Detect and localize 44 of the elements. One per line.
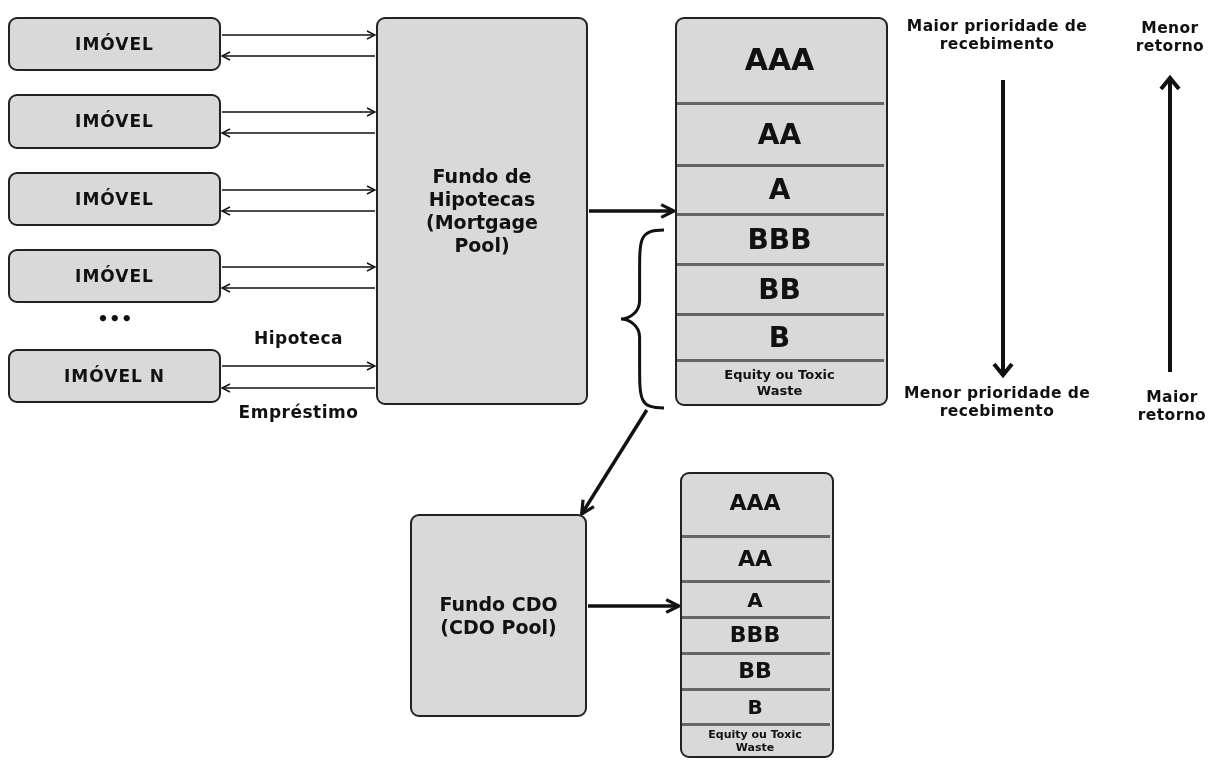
edge-label: Hipoteca <box>252 329 345 349</box>
arrow <box>221 206 376 216</box>
property-box: IMÓVEL <box>8 94 221 149</box>
property-box: IMÓVEL <box>8 172 221 226</box>
return-label: Menor retorno <box>1134 20 1206 56</box>
priority-label: Maior prioridade de recebimento <box>905 18 1089 54</box>
arrow <box>588 598 681 614</box>
tranche-row: AA <box>682 535 830 580</box>
tranche-row: A <box>682 580 830 616</box>
priority-label: Menor prioridade de recebimento <box>902 385 1092 421</box>
arrow <box>221 283 376 293</box>
property-box: IMÓVEL <box>8 17 221 71</box>
tranche-stack <box>675 17 888 406</box>
arrow <box>221 107 376 117</box>
tranche-row: BBB <box>677 213 884 263</box>
tranche-row: AAA <box>677 19 884 102</box>
tranche-row: AAA <box>682 474 830 535</box>
arrow <box>580 409 649 516</box>
fund-box: Fundo CDO (CDO Pool) <box>410 514 587 717</box>
tranche-row: BBB <box>682 616 830 652</box>
arrow <box>221 128 376 138</box>
tranche-row: BB <box>677 263 884 313</box>
curly-brace <box>618 228 666 410</box>
arrow <box>221 51 376 61</box>
edge-label: Empréstimo <box>237 403 360 423</box>
tranche-row: A <box>677 164 884 213</box>
tranche-stack <box>680 472 834 758</box>
arrow <box>221 383 376 393</box>
arrow <box>221 185 376 195</box>
tranche-row: B <box>677 313 884 359</box>
property-box: IMÓVEL N <box>8 349 221 403</box>
arrow <box>221 30 376 40</box>
tranche-row: B <box>682 688 830 723</box>
arrow <box>589 203 676 219</box>
fund-box: Fundo de Hipotecas (Mortgage Pool) <box>376 17 588 405</box>
arrow <box>221 361 376 371</box>
property-box: IMÓVEL <box>8 249 221 303</box>
return-label: Maior retorno <box>1136 389 1208 425</box>
tranche-row: Equity ou Toxic Waste <box>682 723 830 756</box>
tranche-row: Equity ou Toxic Waste <box>677 359 884 404</box>
ellipsis-mark: ••• <box>96 309 134 330</box>
tranche-row: AA <box>677 102 884 164</box>
tranche-row: BB <box>682 652 830 688</box>
arrow <box>221 262 376 272</box>
